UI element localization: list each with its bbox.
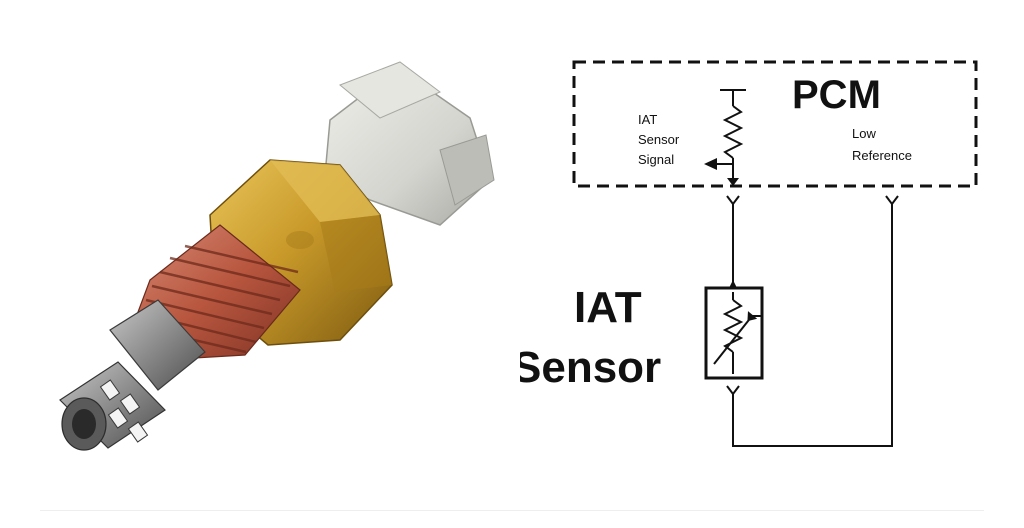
low-reference-wire xyxy=(732,204,893,447)
signal-arrow-icon xyxy=(704,158,733,170)
sensor-tip xyxy=(59,299,206,451)
pcm-label: PCM xyxy=(792,73,881,117)
signal-label-line-2: Sensor xyxy=(638,132,680,147)
pull-up-resistor xyxy=(720,89,746,186)
sensor-body xyxy=(59,61,495,451)
iat-sensor-label: IAT Sensor xyxy=(520,283,661,392)
signal-label-line-1: IAT xyxy=(638,112,657,127)
node-arrowhead-icon xyxy=(727,178,739,186)
pcm-dashed-box xyxy=(572,60,978,188)
sensor-label-line-2: Sensor xyxy=(520,343,661,392)
low-ref-line-2: Reference xyxy=(852,148,912,163)
thermistor-arrow-icon xyxy=(747,311,758,322)
connector-housing xyxy=(324,61,495,226)
sensor-label-line-1: IAT xyxy=(574,283,642,332)
low-reference-label: Low Reference xyxy=(852,126,912,163)
sensor-bottom-pin xyxy=(726,385,740,396)
thermistor-symbol xyxy=(713,292,762,374)
pcm-connector-pins xyxy=(726,195,899,206)
low-ref-line-1: Low xyxy=(852,126,876,141)
iat-sensor-signal-label: IAT Sensor Signal xyxy=(638,112,680,167)
signal-label-line-3: Signal xyxy=(638,152,674,167)
iat-circuit-schematic: PCM IAT Sensor Signal Low Reference xyxy=(520,60,978,447)
iat-sensor-photo xyxy=(59,61,495,451)
bottom-divider xyxy=(40,510,984,511)
